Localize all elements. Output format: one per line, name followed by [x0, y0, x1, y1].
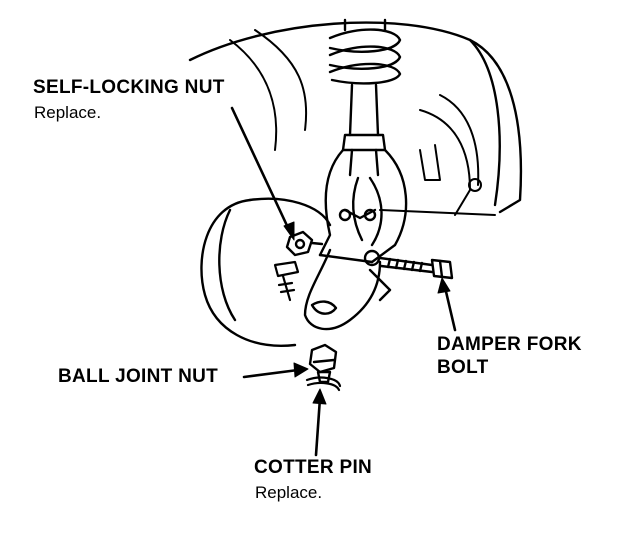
ball-joint-nut-title: BALL JOINT NUT: [58, 366, 219, 387]
knuckle-stud: [273, 260, 300, 302]
damper-fork-bolt-line1: DAMPER FORK: [437, 334, 582, 355]
cotter-pin: [305, 376, 342, 392]
damper-fork-bolt-line2: BOLT: [437, 357, 489, 378]
self-locking-nut: [285, 230, 324, 257]
coil-spring: [328, 18, 402, 85]
fender-arc: [188, 21, 523, 214]
ball-joint-nut: [308, 343, 338, 384]
damper-fork-bolt: [363, 249, 454, 280]
damper-fork: [318, 148, 408, 264]
self-locking-nut-title: SELF-LOCKING NUT: [33, 77, 225, 98]
brake-rotor: [200, 197, 332, 347]
body-structure: [229, 29, 496, 216]
cotter-pin-note: Replace.: [255, 483, 323, 502]
damper: [341, 83, 387, 177]
cotter-pin-title: COTTER PIN: [254, 457, 373, 478]
self-locking-nut-note: Replace.: [34, 103, 102, 122]
leader-arrows: [230, 106, 457, 457]
lower-arm: [303, 248, 392, 331]
